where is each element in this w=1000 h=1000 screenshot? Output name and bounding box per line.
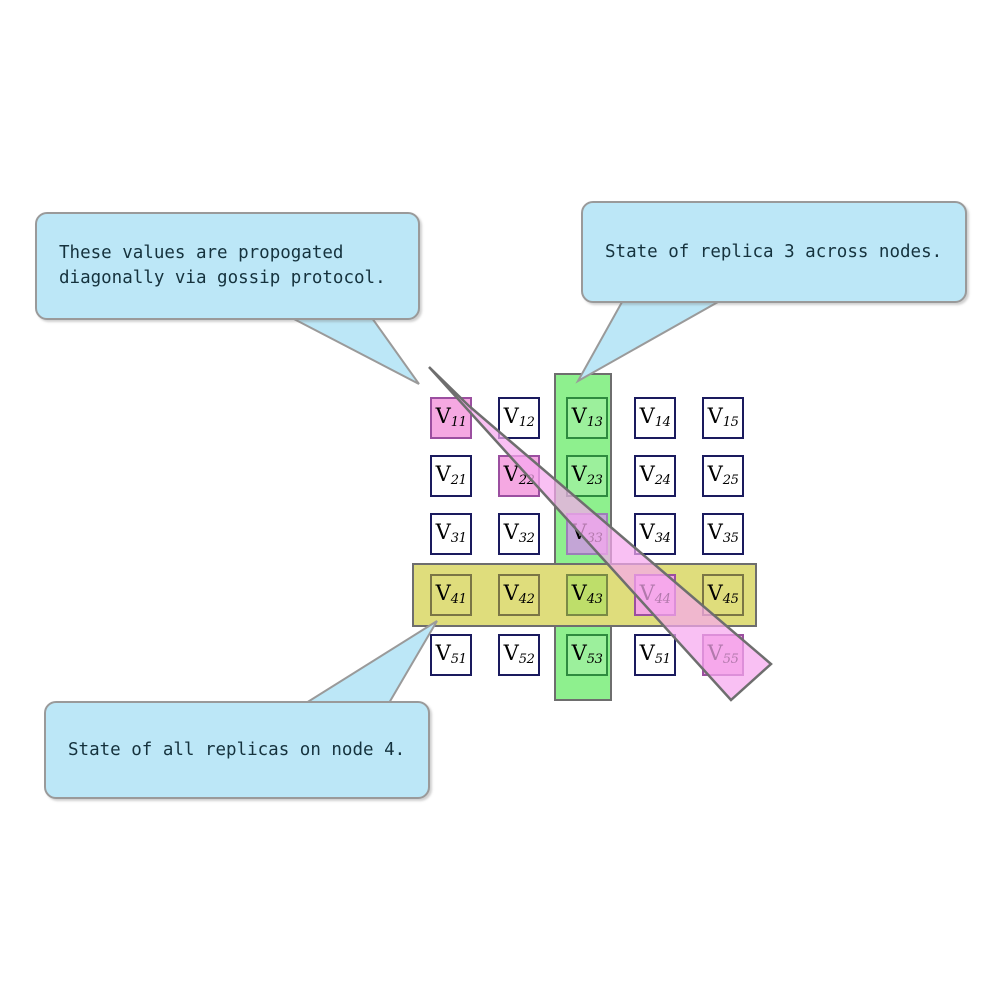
callout-replica-3[interactable]: State of replica 3 across nodes. bbox=[581, 201, 967, 303]
callout-replica-3-text: State of replica 3 across nodes. bbox=[605, 241, 943, 262]
callout-node-4-text: State of all replicas on node 4. bbox=[68, 739, 406, 760]
callout-gossip-propagation[interactable]: These values are propogated diagonally v… bbox=[35, 212, 420, 320]
callout-node-4[interactable]: State of all replicas on node 4. bbox=[44, 701, 430, 799]
callout-gossip-text: These values are propogated diagonally v… bbox=[59, 243, 386, 288]
